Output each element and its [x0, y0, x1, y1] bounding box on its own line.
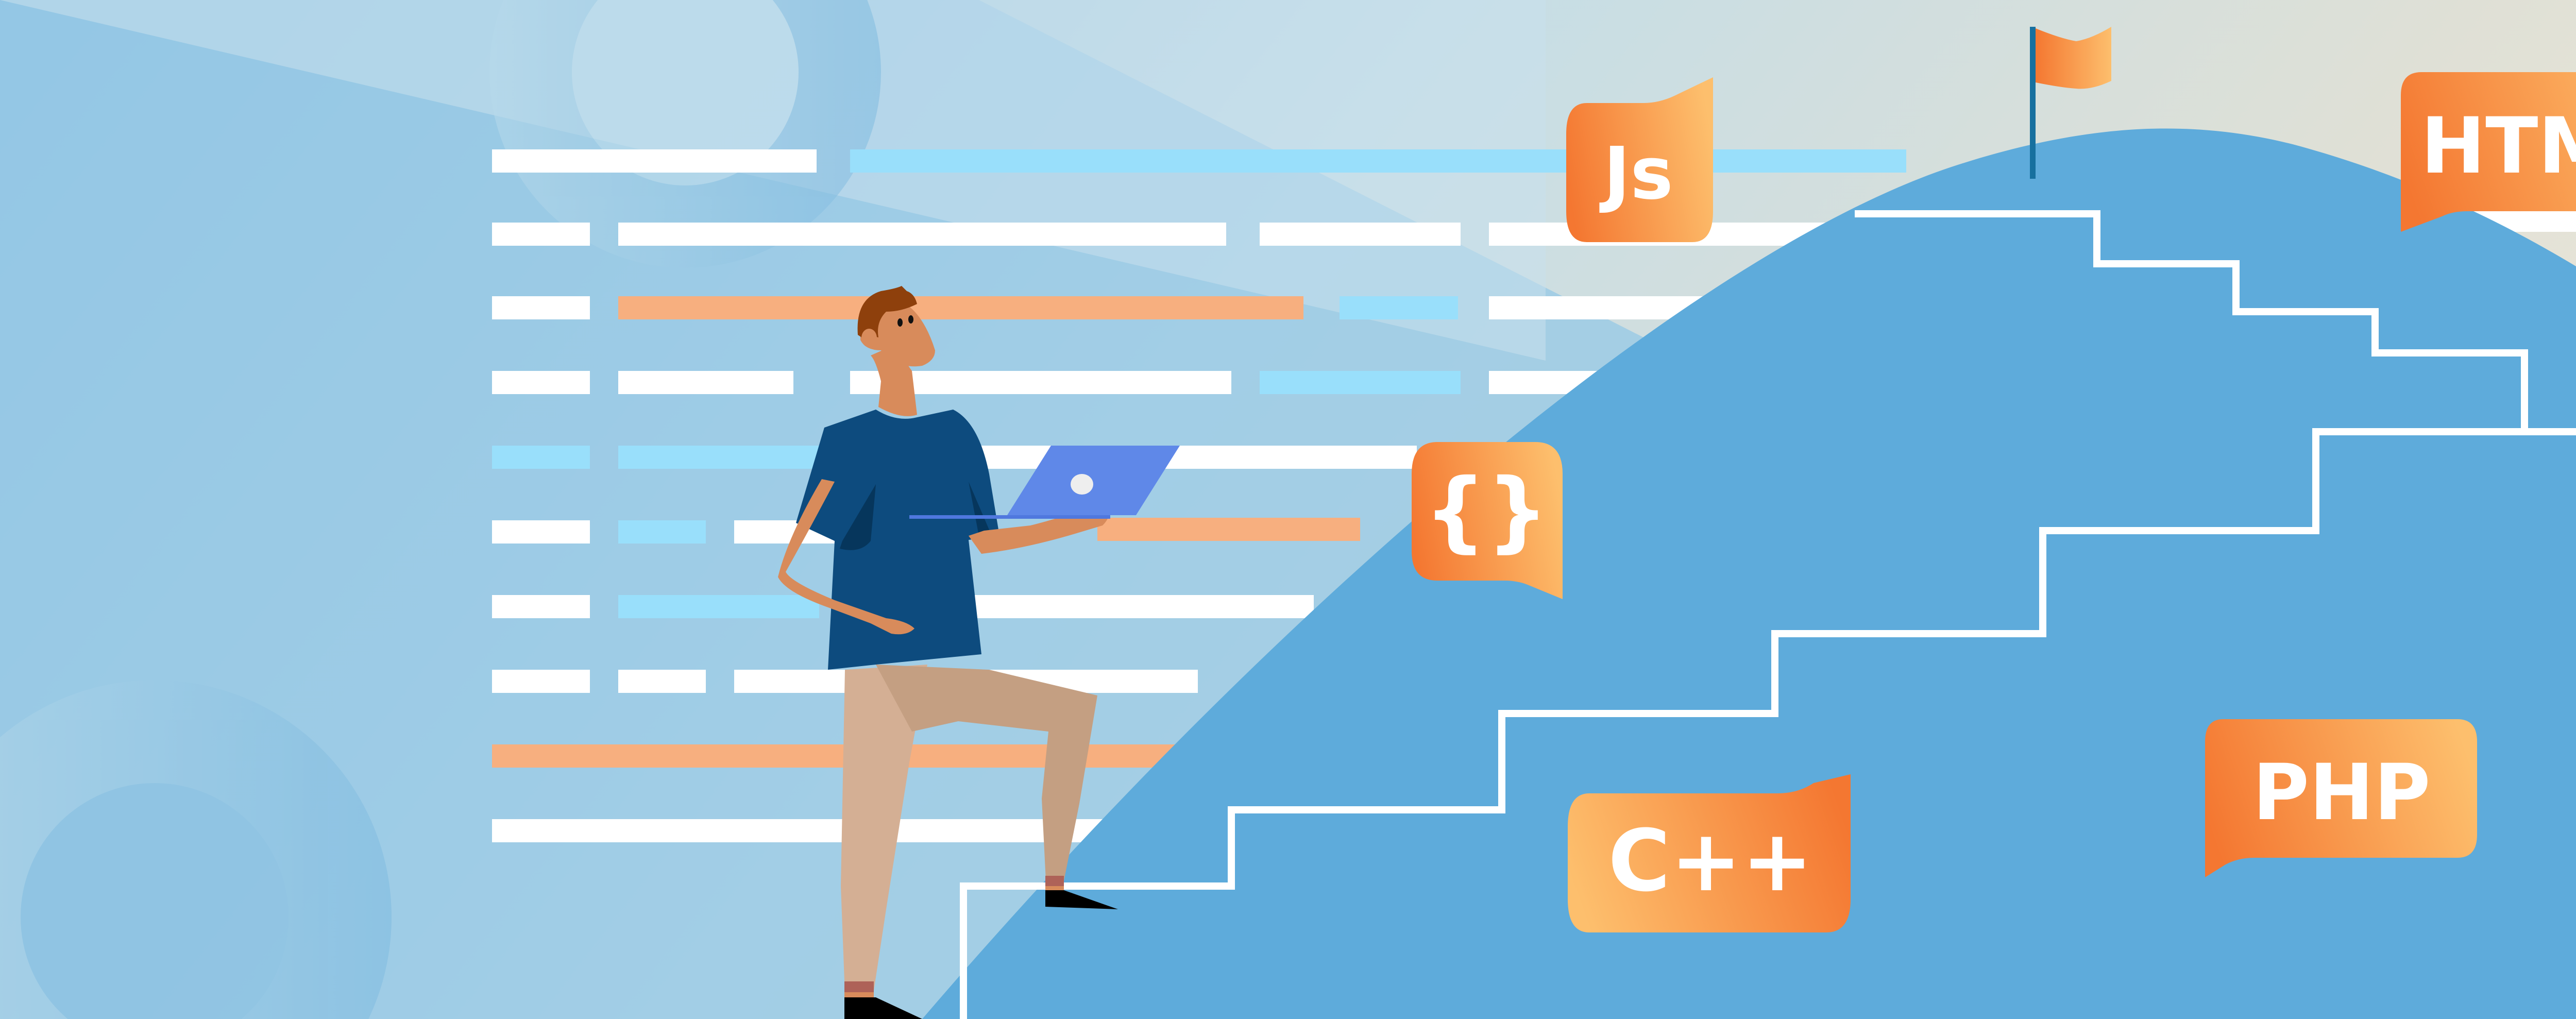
javascript-icon: Js: [1599, 132, 1673, 216]
gear-icon: [489, 0, 881, 268]
html-icon: HTML: [2421, 101, 2576, 191]
gear-icon: [0, 680, 392, 1019]
cpp-badge: C++: [1568, 774, 1851, 932]
php-badge: PHP: [2205, 719, 2477, 877]
summit-flag-icon: [2030, 27, 2111, 179]
hill: [922, 128, 2576, 1019]
curly-braces-icon: {}: [1424, 460, 1549, 562]
staircase: [960, 428, 2576, 1019]
javascript-badge: Js: [1566, 77, 1713, 242]
staircase-upper: [1855, 210, 2528, 432]
php-icon: PHP: [2252, 748, 2430, 838]
laptop-icon: [1007, 446, 1180, 515]
curly-braces-badge: {}: [1412, 442, 1563, 599]
cpp-icon: C++: [1608, 811, 1813, 910]
developer-figure-icon: [778, 286, 1180, 1019]
html-badge: HTML: [2401, 72, 2576, 232]
